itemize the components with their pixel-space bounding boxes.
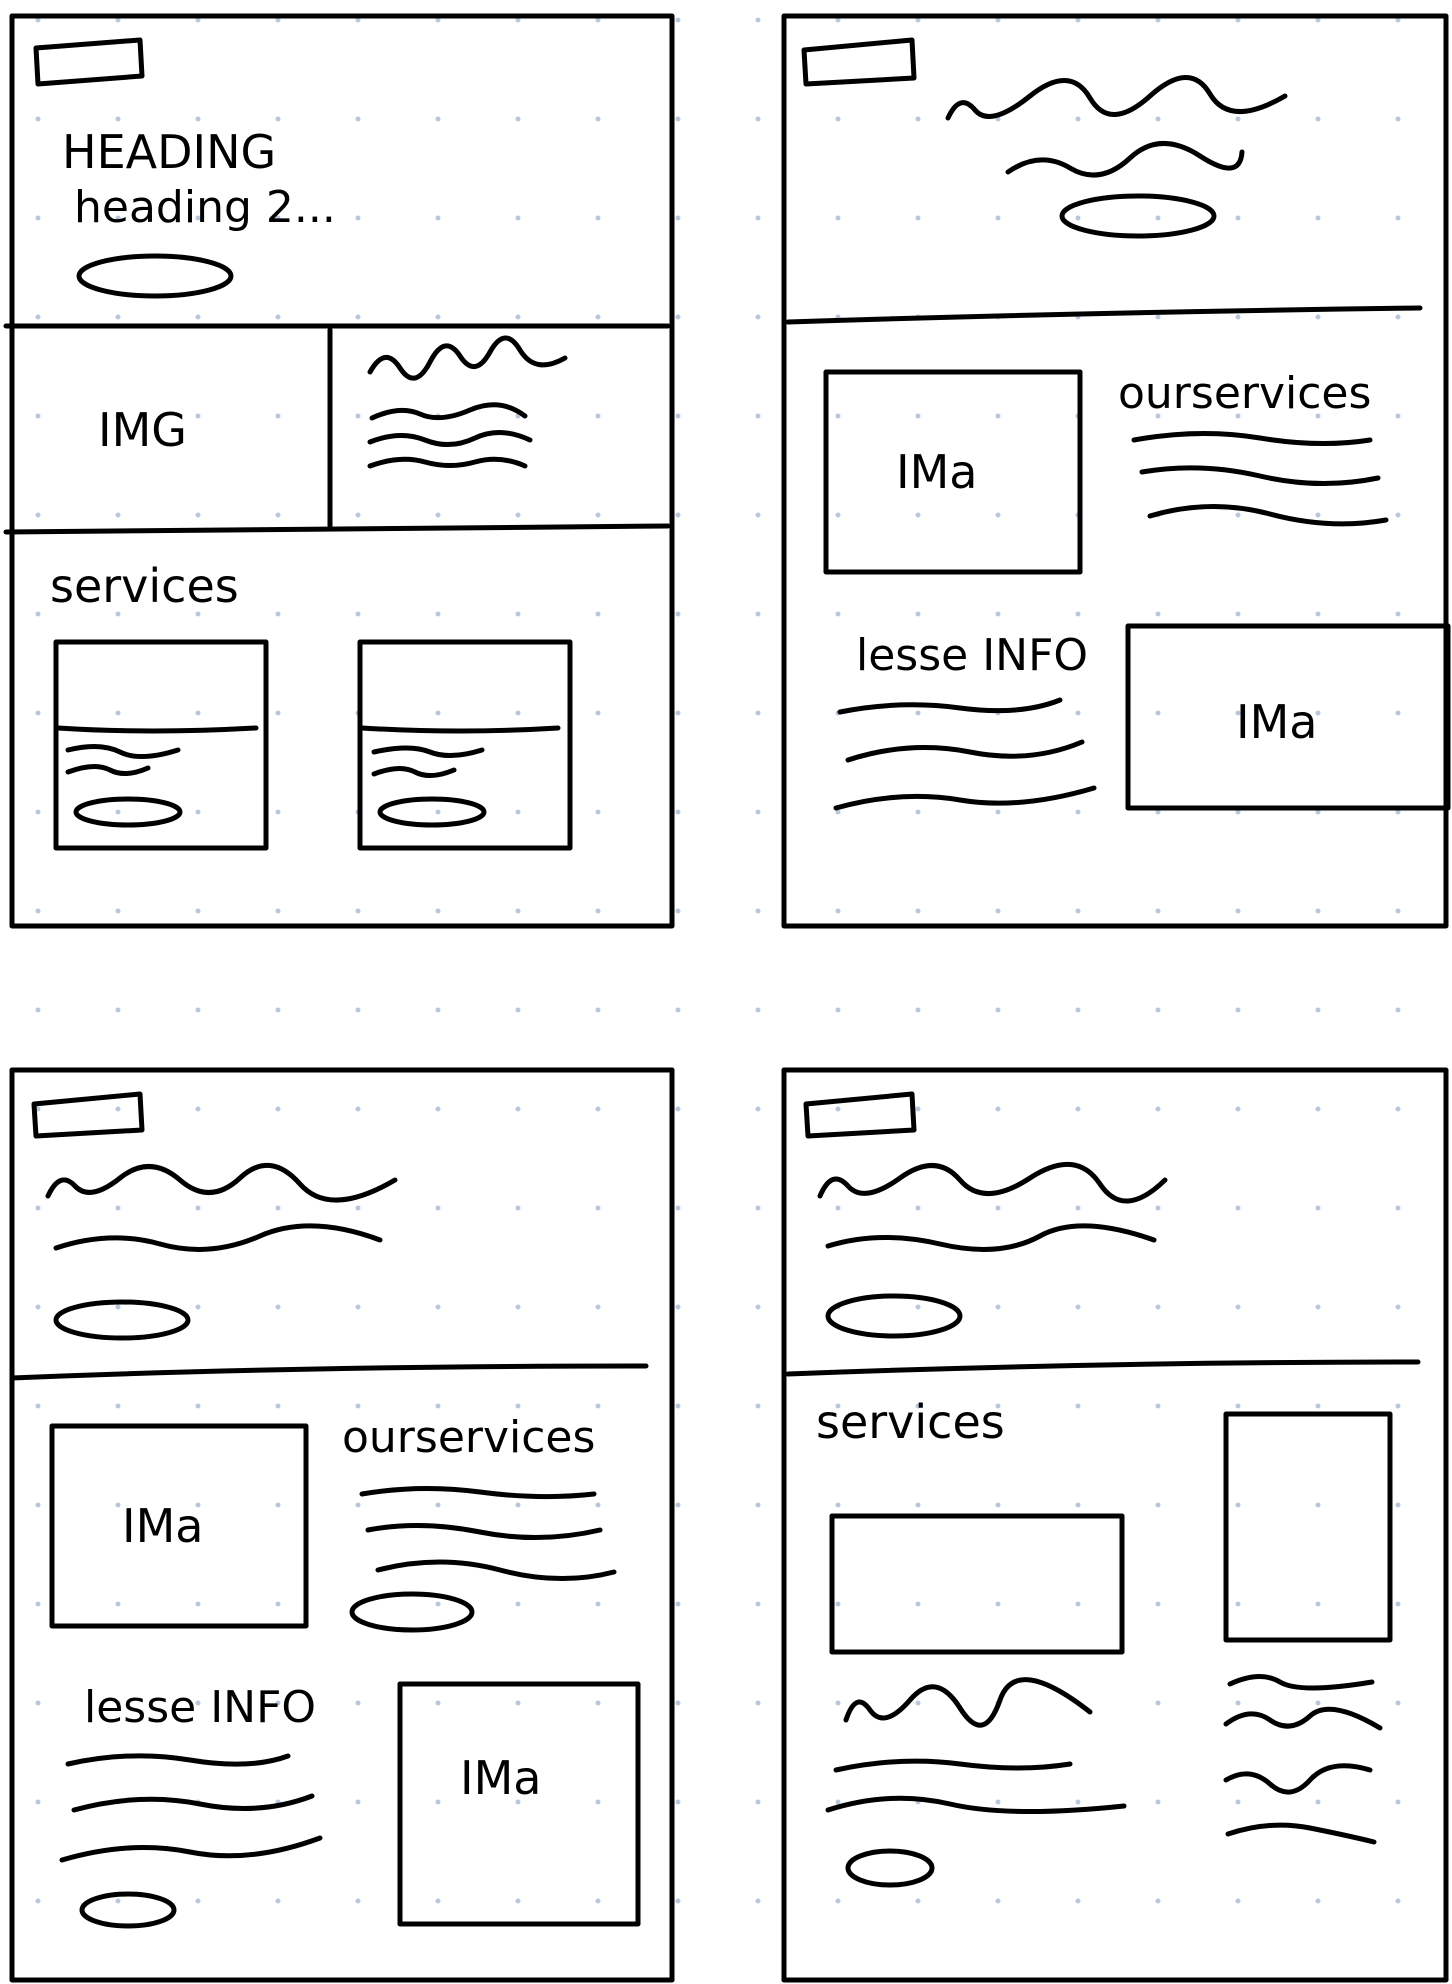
button-sketch — [845, 1848, 935, 1888]
services-label: services — [50, 559, 239, 613]
section-divider — [3, 523, 671, 535]
button-sketch — [825, 1293, 963, 1339]
img-label: IMa — [122, 1499, 203, 1553]
text-squiggle — [365, 1522, 603, 1540]
heading2-label: heading 2... — [74, 182, 336, 233]
button-sketch — [349, 1591, 475, 1633]
text-squiggle — [71, 1793, 315, 1813]
text-squiggle — [367, 456, 528, 469]
frame-border — [781, 1067, 1449, 1983]
text-squiggle — [825, 1223, 1157, 1252]
button-sketch — [76, 253, 234, 299]
services-label: services — [816, 1395, 1005, 1449]
image-box — [49, 1423, 309, 1629]
our-services-label: ourservices — [1118, 368, 1371, 419]
text-squiggle — [833, 785, 1097, 811]
button-sketch — [1059, 193, 1217, 239]
service-card — [53, 639, 269, 851]
logo-placeholder — [33, 37, 145, 87]
button-sketch — [79, 1891, 177, 1929]
img-label: IMa — [1236, 695, 1317, 749]
img-label: IMG — [98, 403, 187, 457]
text-squiggle — [845, 739, 1085, 763]
our-services-label: ourservices — [342, 1412, 595, 1463]
image-box — [829, 1513, 1125, 1655]
text-squiggle — [45, 1162, 398, 1203]
text-squiggle — [367, 430, 533, 447]
frame-border — [9, 13, 675, 929]
text-squiggle — [817, 1162, 1168, 1204]
img-label: IMa — [460, 1751, 541, 1805]
image-box — [1125, 623, 1451, 811]
text-squiggle — [1005, 141, 1245, 178]
text-squiggle — [825, 1795, 1127, 1815]
logo-placeholder — [801, 37, 917, 87]
text-squiggle — [833, 1758, 1073, 1773]
text-squiggle — [1225, 1822, 1377, 1845]
text-squiggle — [837, 697, 1063, 715]
text-squiggle — [53, 1223, 383, 1252]
text-squiggle — [1227, 1674, 1375, 1691]
text-squiggle — [1131, 430, 1373, 447]
image-box — [823, 369, 1083, 575]
logo-placeholder — [803, 1091, 917, 1139]
service-card — [357, 639, 573, 851]
image-box — [1223, 1411, 1393, 1643]
frame-border — [9, 1067, 675, 1983]
text-squiggle — [65, 1753, 291, 1767]
section-divider — [785, 1359, 1421, 1377]
text-squiggle — [59, 1835, 323, 1863]
text-squiggle — [945, 75, 1288, 121]
text-squiggle — [375, 1559, 617, 1582]
text-squiggle — [367, 335, 568, 381]
heading-label: HEADING — [62, 125, 276, 179]
image-box — [397, 1681, 641, 1927]
wireframe-2: IMa ourservices lesse INFO IMa — [781, 13, 1451, 929]
text-squiggle — [1147, 504, 1389, 527]
button-sketch — [53, 1299, 191, 1341]
lesse-info-label: lesse INFO — [84, 1682, 316, 1733]
text-squiggle — [369, 402, 528, 421]
section-divider — [9, 1363, 649, 1381]
text-squiggle — [1223, 1706, 1383, 1731]
text-squiggle — [1139, 465, 1381, 487]
logo-placeholder — [31, 1091, 145, 1139]
text-squiggle — [843, 1677, 1093, 1728]
text-squiggle — [1223, 1763, 1373, 1795]
frame-border — [781, 13, 1449, 929]
wireframe-4: services — [781, 1067, 1449, 1983]
section-divider — [785, 305, 1423, 325]
img-label: IMa — [896, 445, 977, 499]
text-squiggle — [359, 1485, 597, 1500]
wireframe-3: IMa ourservices lesse INFO IMa — [9, 1067, 675, 1983]
wireframe-1: HEADING heading 2... IMG services — [3, 13, 675, 929]
lesse-info-label: lesse INFO — [856, 630, 1088, 681]
